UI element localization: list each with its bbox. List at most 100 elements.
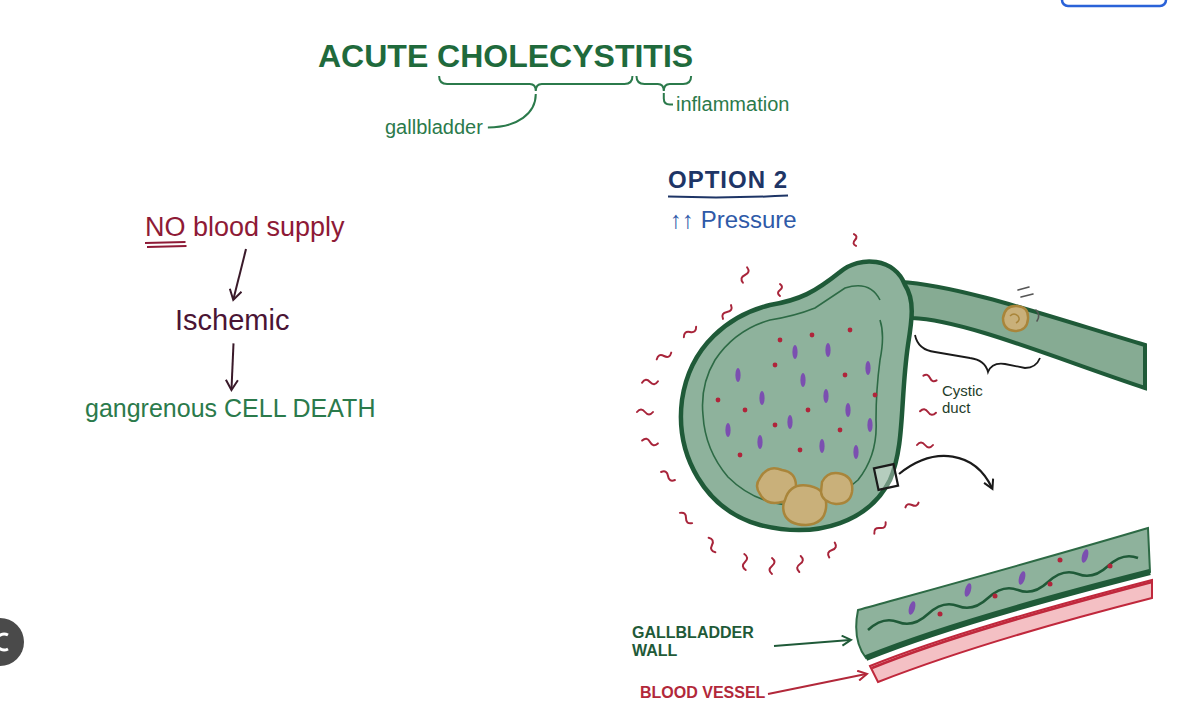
inflammatory-cells [853,445,858,459]
gallbladder-wall-detail [963,582,972,597]
pain-squiggles [637,234,937,574]
red-blood-dots [743,408,748,413]
gallbladder-wall-detail [907,548,1089,615]
gallbladder-wall-detail [993,594,998,599]
pain-squiggles [656,350,673,361]
inflammatory-cells [845,403,850,417]
red-blood-dots [798,448,803,453]
flow-step: Ischemic [171,302,296,339]
red-blood-dots [848,328,853,333]
pain-squiggles [920,409,936,415]
gallbladder-wall-detail [856,528,1152,682]
pain-squiggles [678,511,693,525]
gallbladder-wall-detail [907,600,916,615]
pain-squiggles [721,304,733,320]
inflammatory-cells [759,391,764,405]
corner-button [1062,0,1166,6]
heading-label: OPTION 2 [668,166,788,194]
flow-step: NO blood supply [141,210,351,245]
gallbladder-wall-detail [1108,564,1113,569]
wall-leader [774,640,850,646]
red-blood-dots [773,363,778,368]
flow-text: Ischemic [175,304,292,337]
flow-step: gangrenous CELL DEATH [81,392,382,425]
flow-text: NO blood supply [145,212,347,243]
inflammatory-cells [867,418,872,432]
flow-arrow [232,343,234,389]
gallbladder-wall-detail [856,528,1150,658]
pain-squiggles [778,284,782,296]
inflammatory-cells [787,415,792,429]
duct-stone [1010,314,1019,323]
logo-badge [0,618,24,666]
logo-badge [0,634,8,650]
gallbladder-wall-detail [938,558,1113,617]
vessel-leader [768,674,866,694]
pain-squiggles [917,443,933,448]
heading-label: ↑↑ Pressure [670,206,797,234]
pain-squiggles [642,438,659,446]
gallbladder-wall-detail [938,612,943,617]
gallbladder-wall-detail [1017,570,1026,585]
red-blood-dots [773,423,778,428]
flow-text: gangrenous CELL DEATH [85,394,378,423]
red-blood-dots [838,428,843,433]
pain-squiggles [770,558,775,574]
underline [145,242,186,243]
pain-squiggles [742,554,748,570]
wall-leader [774,640,850,646]
duct-stone [1003,306,1028,331]
pain-squiggles [682,325,697,339]
gallbladder-wall-detail [1058,558,1063,563]
zoom-box-and-arrow [874,456,992,490]
part-label: Cystic duct [942,382,1004,417]
pain-squiggles [741,267,750,284]
inflammatory-cells [819,439,824,453]
cystic-duct-tube [900,282,1145,388]
gallbladder-wall-detail [866,572,1150,658]
red-blood-dots [843,373,848,378]
cystic-duct-brace [915,335,1040,372]
gallbladder-wall-detail [1048,582,1053,587]
stone-motion-marks [1036,310,1039,321]
pain-squiggles [873,521,888,536]
part-label: BLOOD VESSEL [640,684,765,702]
gallbladder-body [681,261,912,530]
title-bracket [636,76,691,91]
leader-line [664,93,673,105]
underline [147,246,187,247]
gallstones [821,473,852,504]
title-bracket [439,76,632,91]
inflammatory-cells [800,373,805,387]
term-label: gallbladder [385,116,483,139]
pain-squiggles [706,537,717,554]
red-blood-dots [778,338,783,343]
cystic-duct-brace [915,335,1040,372]
gallbladder-wall-detail [872,582,1152,668]
gallstones [783,485,826,525]
gallbladder-wall-detail [868,556,1138,630]
stone-motion-marks [1021,294,1033,297]
red-blood-dots [716,398,721,403]
stone-motion-marks [1018,287,1039,321]
inflammatory-cells [792,345,797,359]
pain-squiggles [637,410,653,415]
inflammatory-cells [757,435,762,449]
pain-squiggles [642,379,658,385]
gallbladder-body [703,286,883,505]
red-blood-dots [810,333,815,338]
term-label: inflammation [676,93,789,116]
inflammatory-cells [825,343,830,357]
title-text: ACUTE CHOLECYSTITIS [318,38,693,75]
gallbladder-body [681,261,912,530]
zoom-box-and-arrow [899,456,992,488]
duct-stone [1003,306,1028,331]
red-blood-dots [738,453,743,458]
pain-squiggles [797,556,803,572]
pain-squiggles [852,234,858,247]
stone-motion-marks [1018,287,1029,290]
underline [668,196,788,198]
